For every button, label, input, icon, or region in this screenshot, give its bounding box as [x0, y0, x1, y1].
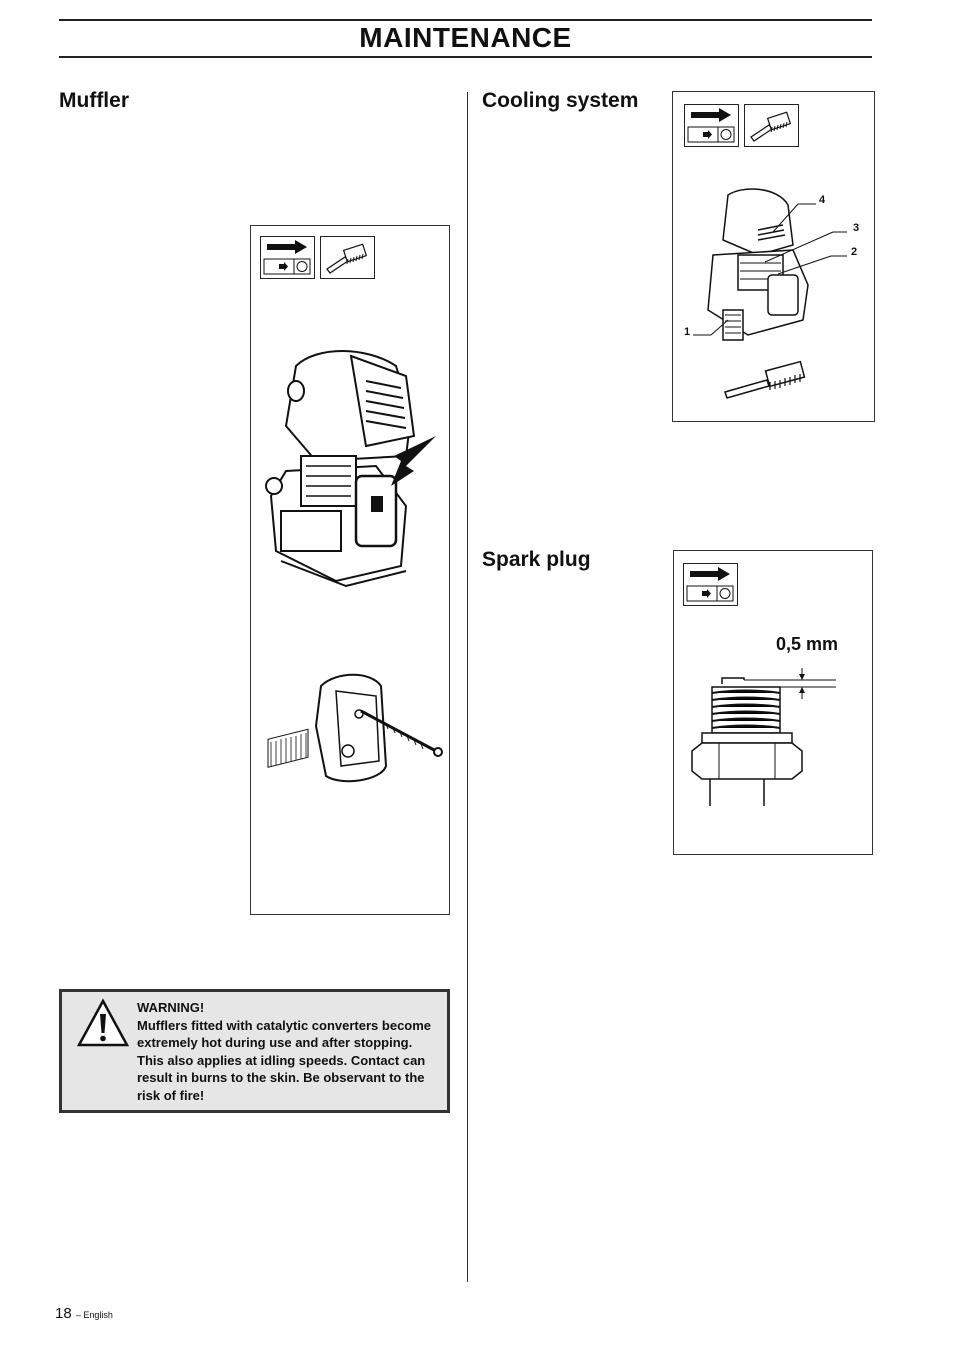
gap-measurement-label: 0,5 mm [776, 634, 839, 654]
cooling-system-heading: Cooling system [482, 89, 639, 112]
warning-text: WARNING! Mufflers fitted with catalytic … [137, 999, 442, 1104]
column-divider [467, 92, 468, 1282]
spark-plug-illustration [691, 668, 836, 806]
stop-switch-icon [684, 104, 739, 147]
brush-illustration [724, 360, 806, 399]
brush-icon [320, 236, 375, 279]
cooling-system-figure: 4 3 2 1 [672, 91, 875, 422]
header-rule-top [59, 19, 872, 21]
callout-4: 4 [819, 194, 826, 206]
stop-switch-icon [260, 236, 315, 279]
stop-switch-icon [683, 563, 738, 606]
engine-illustration [265, 350, 436, 588]
page-title: MAINTENANCE [359, 22, 572, 53]
spark-plug-heading: Spark plug [482, 548, 591, 571]
exclamation-triangle-icon [76, 998, 130, 1047]
brush-icon [744, 104, 799, 147]
warning-title: WARNING! [137, 1000, 205, 1015]
callout-2: 2 [851, 246, 858, 258]
header-rule-bottom [59, 56, 872, 58]
muffler-illustration [267, 673, 443, 783]
callout-3: 3 [853, 222, 860, 234]
muffler-heading: Muffler [59, 89, 129, 112]
footer-language: – English [75, 1310, 113, 1320]
muffler-figure [250, 225, 450, 915]
engine-cooling-illustration [707, 188, 809, 341]
callout-lines [693, 203, 847, 336]
warning-body: Mufflers fitted with catalytic converter… [137, 1017, 432, 1103]
spark-plug-figure [673, 550, 873, 855]
page-number: 18 [55, 1305, 72, 1322]
page-footer: 18 – English [55, 1305, 113, 1322]
callout-1: 1 [684, 326, 691, 338]
warning-box: WARNING! Mufflers fitted with catalytic … [59, 989, 450, 1113]
